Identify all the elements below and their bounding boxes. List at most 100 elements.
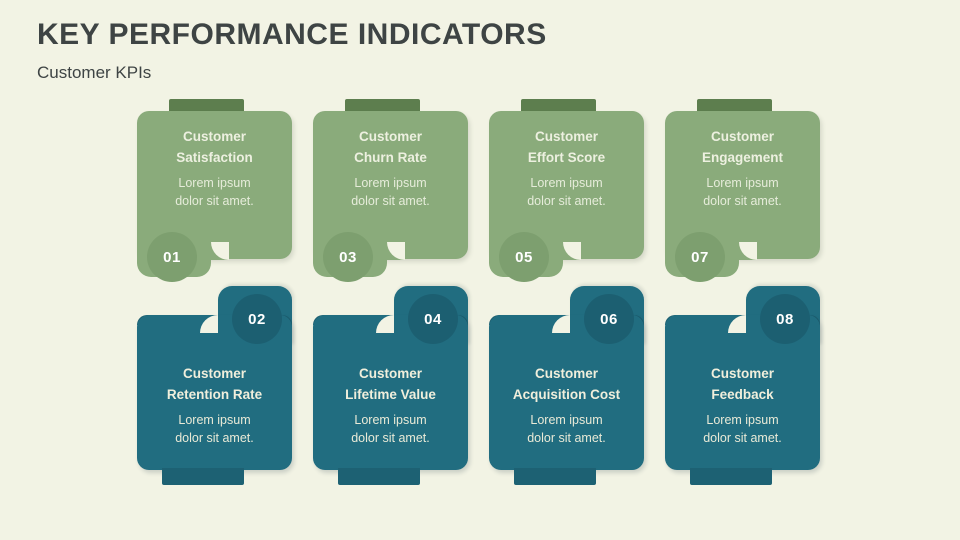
card-number: 01 xyxy=(163,248,181,266)
card-number: 06 xyxy=(600,310,618,328)
card-desc-line1: Lorem ipsum xyxy=(706,412,779,427)
card-number-badge: 02 xyxy=(232,294,282,344)
card-number-badge: 03 xyxy=(323,232,373,282)
card-desc-line2: dolor sit amet. xyxy=(703,193,782,208)
card-desc-line1: Lorem ipsum xyxy=(178,175,251,190)
card-notch xyxy=(563,242,581,260)
page-subtitle: Customer KPIs xyxy=(37,63,152,82)
card-desc-line2: dolor sit amet. xyxy=(175,430,254,445)
card-number-badge: 01 xyxy=(147,232,197,282)
card-number-badge: 06 xyxy=(584,294,634,344)
card-title-line1: Customer xyxy=(358,129,422,144)
card-desc-line1: Lorem ipsum xyxy=(706,175,779,190)
card-number-badge: 05 xyxy=(499,232,549,282)
card-bottom-tab xyxy=(338,468,420,485)
card-number: 07 xyxy=(691,248,709,266)
card-description: Lorem ipsum dolor sit amet. xyxy=(143,411,286,447)
card-notch xyxy=(211,242,229,260)
card-description: Lorem ipsum dolor sit amet. xyxy=(319,174,462,210)
card-notch xyxy=(552,315,570,333)
card-desc-line2: dolor sit amet. xyxy=(175,193,254,208)
card-description: Lorem ipsum dolor sit amet. xyxy=(143,174,286,210)
card-title-line2: Churn Rate xyxy=(354,149,427,165)
card-title-line1: Customer xyxy=(710,129,774,144)
card-desc-line2: dolor sit amet. xyxy=(703,430,782,445)
card-title-line2: Feedback xyxy=(711,386,774,402)
page-title: KEY PERFORMANCE INDICATORS xyxy=(37,18,547,51)
card-title-line2: Retention Rate xyxy=(166,386,263,402)
card-number: 03 xyxy=(339,248,357,266)
card-notch xyxy=(728,315,746,333)
card-title-line2: Acquisition Cost xyxy=(512,386,621,402)
card-desc-line1: Lorem ipsum xyxy=(354,175,427,190)
card-title-line1: Customer xyxy=(358,366,422,381)
card-title-line2: Engagement xyxy=(701,149,783,165)
card-description: Lorem ipsum dolor sit amet. xyxy=(495,411,638,447)
card-desc-line1: Lorem ipsum xyxy=(354,412,427,427)
card-desc-line2: dolor sit amet. xyxy=(527,193,606,208)
card-number-badge: 04 xyxy=(408,294,458,344)
card-desc-line1: Lorem ipsum xyxy=(530,412,603,427)
card-bottom-tab xyxy=(690,468,772,485)
card-desc-line2: dolor sit amet. xyxy=(527,430,606,445)
card-title-line1: Customer xyxy=(534,366,598,381)
card-notch xyxy=(376,315,394,333)
card-title-line1: Customer xyxy=(710,366,774,381)
card-description: Lorem ipsum dolor sit amet. xyxy=(671,411,814,447)
card-bottom-tab xyxy=(514,468,596,485)
card-desc-line2: dolor sit amet. xyxy=(351,193,430,208)
card-number-badge: 08 xyxy=(760,294,810,344)
card-description: Lorem ipsum dolor sit amet. xyxy=(495,174,638,210)
card-bottom-tab xyxy=(162,468,244,485)
card-number: 04 xyxy=(424,310,442,328)
card-notch xyxy=(739,242,757,260)
card-description: Lorem ipsum dolor sit amet. xyxy=(319,411,462,447)
card-notch xyxy=(387,242,405,260)
card-notch xyxy=(200,315,218,333)
card-desc-line1: Lorem ipsum xyxy=(178,412,251,427)
slide-header: KEY PERFORMANCE INDICATORS Customer KPIs xyxy=(37,18,917,83)
card-title-line2: Effort Score xyxy=(527,149,606,165)
card-title-line1: Customer xyxy=(182,366,246,381)
card-number: 02 xyxy=(248,310,266,328)
card-number: 08 xyxy=(776,310,794,328)
card-number-badge: 07 xyxy=(675,232,725,282)
card-description: Lorem ipsum dolor sit amet. xyxy=(671,174,814,210)
card-title-line1: Customer xyxy=(534,129,598,144)
card-desc-line2: dolor sit amet. xyxy=(351,430,430,445)
card-number: 05 xyxy=(515,248,533,266)
card-title-line1: Customer xyxy=(182,129,246,144)
card-desc-line1: Lorem ipsum xyxy=(530,175,603,190)
card-title-line2: Satisfaction xyxy=(176,149,253,165)
